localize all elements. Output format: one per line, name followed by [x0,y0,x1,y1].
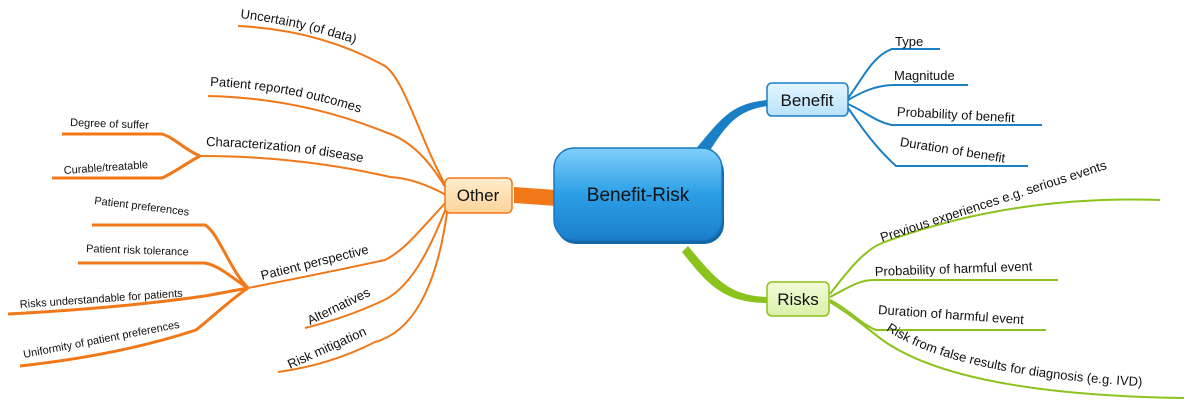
other-branches [199,25,449,373]
benefit-node[interactable]: Benefit [766,82,849,117]
other-node[interactable]: Other [444,177,513,214]
benefit-item-magnitude[interactable]: Magnitude [894,68,955,83]
other-item-perspective[interactable]: Patient perspective [259,242,370,283]
risks-item-duration[interactable]: Duration of harmful event [878,302,1025,327]
perspective-item-preferences[interactable]: Patient preferences [94,195,191,219]
other-item-pro[interactable]: Patient reported outcomes [210,74,364,116]
benefit-branches [847,48,1042,167]
disease-item-degree[interactable]: Degree of suffer [70,117,149,132]
other-branches-thick [7,132,250,368]
risks-node[interactable]: Risks [766,281,830,317]
other-item-uncertainty-path: Uncertainty (of data) [240,6,359,46]
other-item-pro-path: Patient reported outcomes [210,74,364,116]
benefit-label: Benefit [781,91,834,110]
benefit-item-probability[interactable]: Probability of benefit [897,104,1016,125]
benefit-item-duration[interactable]: Duration of benefit [899,134,1007,165]
central-node[interactable]: Benefit-Risk [553,147,724,244]
other-label: Other [457,186,500,205]
other-item-uncertainty[interactable]: Uncertainty (of data) [240,6,359,46]
central-label: Benefit-Risk [587,185,690,206]
disease-item-curable[interactable]: Curable/treatable [63,159,148,177]
perspective-item-tolerance[interactable]: Patient risk tolerance [86,243,189,259]
risks-label: Risks [777,290,819,309]
other-item-mitigation[interactable]: Risk mitigation [285,324,368,372]
benefit-item-type[interactable]: Type [895,34,923,49]
connector-other [514,187,556,206]
risks-item-probability[interactable]: Probability of harmful event [875,258,1033,279]
other-item-alternatives[interactable]: Alternatives [305,284,373,327]
risks-branches [829,198,1185,399]
connector-benefit [690,100,768,160]
connector-risks [682,246,768,303]
